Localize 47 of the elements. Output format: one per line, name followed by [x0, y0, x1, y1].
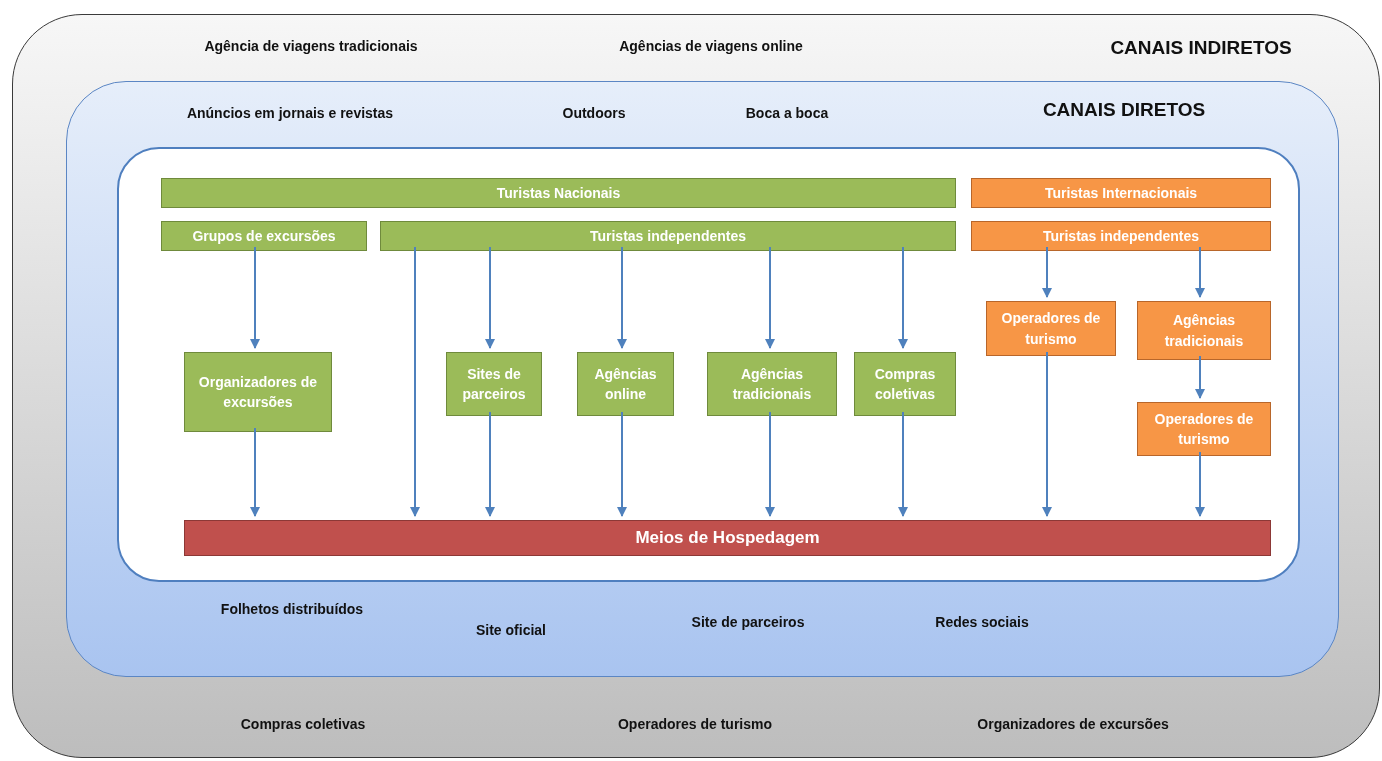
- arrow: [1195, 246, 1205, 298]
- arrow: [485, 246, 495, 349]
- channel-band: [12, 14, 1380, 758]
- channel-label: Boca a boca: [745, 105, 829, 121]
- process-box: Agências tradicionais: [707, 352, 837, 416]
- process-box: Organizadores de excursões: [184, 352, 332, 432]
- target-bar: Meios de Hospedagem: [184, 520, 1271, 556]
- process-box: Agências online: [577, 352, 674, 416]
- channel-label: Folhetos distribuídos: [220, 601, 364, 617]
- arrow: [1042, 246, 1052, 298]
- band-title: CANAIS DIRETOS: [1042, 99, 1206, 121]
- process-box: Agências tradicionais: [1137, 301, 1271, 360]
- arrow: [898, 411, 908, 517]
- channel-label: Redes sociais: [935, 614, 1029, 630]
- process-box: Operadores de turismo: [986, 301, 1116, 356]
- channel-label: Agências de viagens online: [619, 38, 803, 54]
- arrow: [898, 246, 908, 349]
- process-box: Grupos de excursões: [161, 221, 367, 251]
- arrow: [765, 411, 775, 517]
- channel-label: Operadores de turismo: [618, 716, 772, 732]
- arrow: [485, 411, 495, 517]
- arrow: [617, 246, 627, 349]
- arrow: [1042, 351, 1052, 517]
- arrow: [250, 246, 260, 349]
- arrow: [1195, 355, 1205, 399]
- arrow: [765, 246, 775, 349]
- channel-band: [66, 81, 1339, 677]
- process-box: Compras coletivas: [854, 352, 956, 416]
- channel-label: Organizadores de excursões: [977, 716, 1169, 732]
- process-box: Turistas Nacionais: [161, 178, 956, 208]
- arrow: [1195, 451, 1205, 517]
- channel-label: Compras coletivas: [240, 716, 366, 732]
- arrow: [250, 427, 260, 517]
- content-panel: [117, 147, 1300, 582]
- channel-label: Site de parceiros: [691, 614, 805, 630]
- process-box: Turistas independentes: [971, 221, 1271, 251]
- arrow: [410, 246, 420, 517]
- channel-label: Site oficial: [476, 622, 546, 638]
- process-box: Turistas independentes: [380, 221, 956, 251]
- channel-label: Agência de viagens tradicionais: [204, 38, 418, 54]
- process-box: Sites de parceiros: [446, 352, 542, 416]
- channel-label: Anúncios em jornais e revistas: [186, 105, 394, 121]
- process-box: Operadores de turismo: [1137, 402, 1271, 456]
- process-box: Turistas Internacionais: [971, 178, 1271, 208]
- channel-label: Outdoors: [562, 105, 626, 121]
- arrow: [617, 411, 627, 517]
- band-title: CANAIS INDIRETOS: [1110, 37, 1292, 59]
